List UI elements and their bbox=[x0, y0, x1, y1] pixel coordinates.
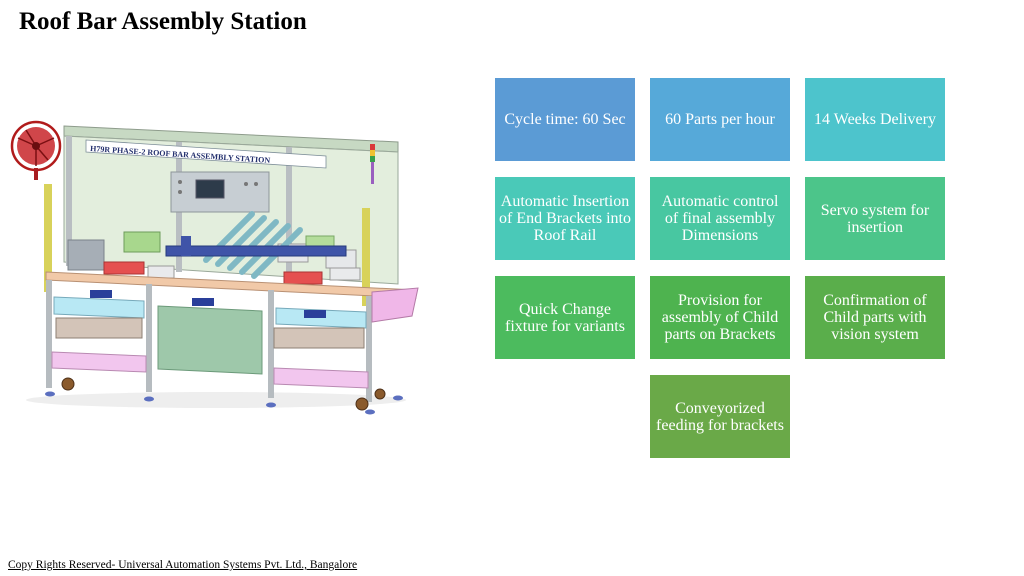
fan-icon bbox=[10, 120, 62, 180]
feature-tile-dimension-control: Automatic control of final assembly Dime… bbox=[650, 177, 790, 260]
feature-label: Servo system for insertion bbox=[820, 201, 930, 236]
feature-tile-delivery: 14 Weeks Delivery bbox=[805, 78, 945, 161]
feature-label: Provision for assembly of Child parts on… bbox=[661, 292, 779, 343]
feature-tile-vision-system: Confirmation of Child parts with vision … bbox=[805, 276, 945, 359]
feature-label: Cycle time: 60 Sec bbox=[504, 111, 626, 128]
feature-tile-parts-per-hour: 60 Parts per hour bbox=[650, 78, 790, 161]
roof-bar-assembly-station-illustration: H79R PHASE-2 ROOF BAR ASSEMBLY STATION bbox=[10, 120, 419, 415]
feature-label: Automatic Insertion of End Brackets into… bbox=[499, 193, 631, 244]
feature-tile-quick-change: Quick Change fixture for variants bbox=[495, 276, 635, 359]
copyright-footer: Copy Rights Reserved- Universal Automati… bbox=[8, 559, 358, 571]
feature-label: Confirmation of Child parts with vision … bbox=[823, 292, 927, 343]
feature-label: Conveyorized feeding for brackets bbox=[656, 399, 784, 434]
feature-tile-child-parts: Provision for assembly of Child parts on… bbox=[650, 276, 790, 359]
feature-label: 60 Parts per hour bbox=[665, 111, 775, 128]
feature-label: 14 Weeks Delivery bbox=[814, 111, 936, 128]
slide-title: Roof Bar Assembly Station bbox=[19, 8, 307, 35]
feature-label: Automatic control of final assembly Dime… bbox=[661, 193, 779, 244]
feature-tile-end-bracket-insertion: Automatic Insertion of End Brackets into… bbox=[495, 177, 635, 260]
feature-label: Quick Change fixture for variants bbox=[505, 300, 625, 335]
feature-tile-conveyorized-feeding: Conveyorized feeding for brackets bbox=[650, 375, 790, 458]
feature-tile-servo-system: Servo system for insertion bbox=[805, 177, 945, 260]
feature-tile-cycle-time: Cycle time: 60 Sec bbox=[495, 78, 635, 161]
